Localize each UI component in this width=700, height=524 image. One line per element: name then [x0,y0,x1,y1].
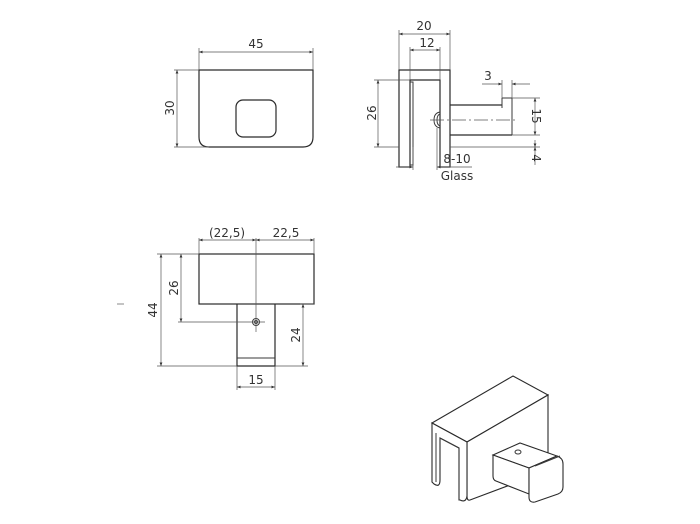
dim-pin-height: 15 [529,108,543,123]
dim-side-width: 20 [416,19,431,33]
dim-side-inner-width: 12 [419,36,434,50]
dim-right-half: 22,5 [273,226,300,240]
dim-bottom-offset: 4 [529,154,543,162]
top-body [198,253,315,305]
iso-pin-side [492,454,530,495]
side-channel [398,69,451,168]
dim-front-width: 45 [248,37,263,51]
front-view: 45 30 [163,37,314,148]
glass-label: Glass [441,169,474,183]
isometric-view [430,375,564,503]
dim-pin-width: 15 [248,373,263,387]
iso-screw-hole [514,449,522,455]
side-view: 20 12 26 3 15 4 8-10 Glass [365,19,543,183]
dim-overall-height: 44 [146,302,160,317]
dim-pin-offset: 3 [484,69,492,83]
top-pin [236,304,276,367]
top-view: (22,5) 22,5 44 26 24 15 [146,226,315,390]
dim-pin-length: 24 [289,327,303,342]
dim-front-height: 30 [163,100,177,115]
dim-left-half: (22,5) [209,226,245,240]
front-body-outline [198,69,314,148]
dim-glass-thickness: 8-10 [443,152,470,166]
pin-face [235,99,277,138]
iso-pin-end [528,455,564,503]
dim-side-height: 26 [365,105,379,120]
dim-body-height: 26 [167,280,181,295]
